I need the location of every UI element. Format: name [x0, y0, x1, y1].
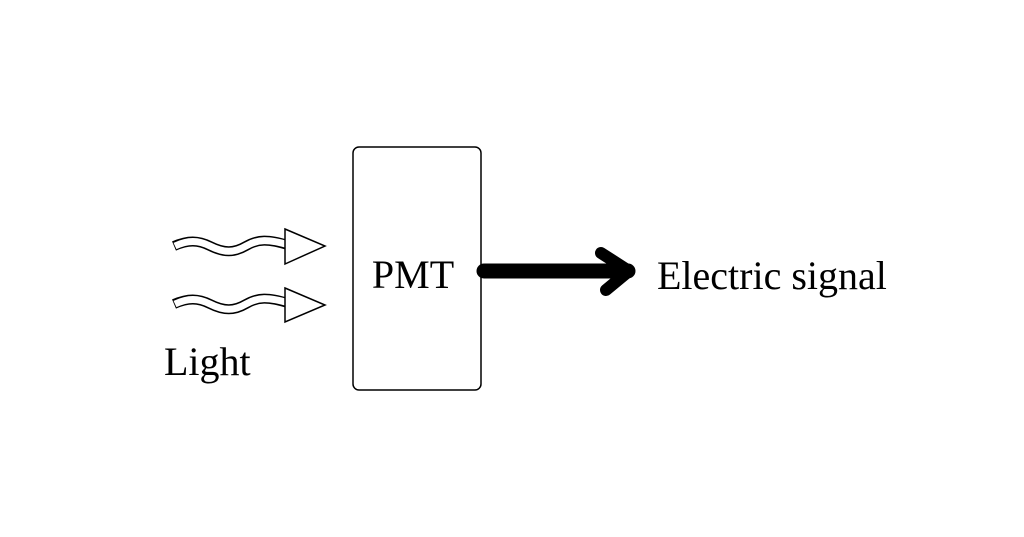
signal-arrow	[476, 247, 636, 296]
light-arrow-2	[172, 286, 327, 324]
electric-signal-label: Electric signal	[657, 253, 887, 298]
light-label: Light	[164, 339, 251, 384]
light-arrow-1	[172, 227, 327, 266]
pmt-label: PMT	[372, 252, 454, 297]
